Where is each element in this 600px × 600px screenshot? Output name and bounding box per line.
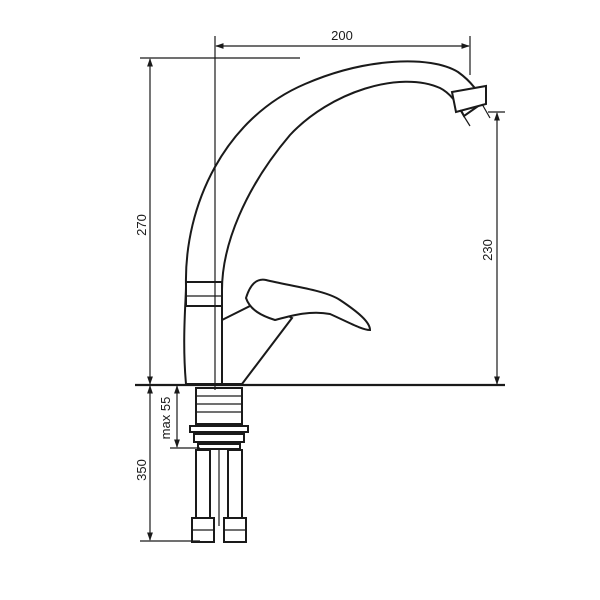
dimension-max-thickness: max 55 — [158, 385, 200, 449]
dimension-hose-length: 350 — [134, 385, 200, 542]
dimension-spout-reach: 200 — [214, 28, 471, 390]
faucet-body — [183, 60, 491, 385]
dimension-label-hose-length: 350 — [134, 459, 149, 481]
dimension-spout-height: 230 — [480, 111, 505, 385]
dimension-label-spout-reach: 200 — [331, 28, 353, 43]
dimension-label-total-height: 270 — [134, 214, 149, 236]
dimension-label-spout-height: 230 — [480, 239, 495, 261]
lever-handle — [244, 278, 372, 332]
mounting-hoses — [189, 387, 249, 543]
dimension-label-max-thickness: max 55 — [158, 397, 173, 440]
dimension-total-height: 270 — [134, 57, 300, 385]
